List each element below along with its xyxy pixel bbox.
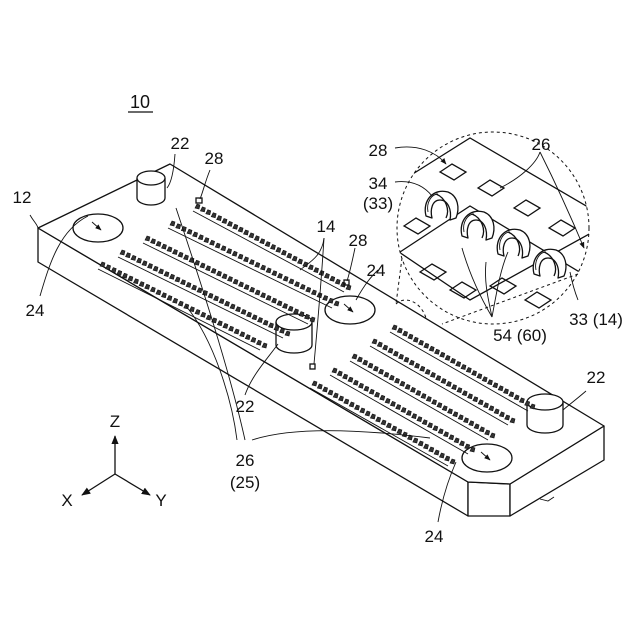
detail-terminal-body: [497, 229, 530, 258]
detail-view: [396, 132, 600, 324]
label-recess-middle: 28: [349, 231, 368, 250]
axis-triad: [82, 436, 150, 495]
detail-terminal-body: [533, 249, 566, 278]
axis-label-z: Z: [110, 412, 120, 431]
boss-right: [527, 394, 563, 433]
label-terminal-detail: 34: [369, 174, 388, 193]
label-contact-row: 14: [317, 217, 336, 236]
label-hole-right: 24: [425, 527, 444, 546]
label-boss-top-left: 22: [171, 134, 190, 153]
detail-terminal-body: [461, 211, 494, 240]
detail-terminal-body: [425, 191, 458, 220]
label-groove-detail: 26: [532, 135, 551, 154]
label-groove-main: 26: [236, 451, 255, 470]
label-recess-detail: 28: [369, 141, 388, 160]
label-boss-right: 22: [587, 368, 606, 387]
label-boss-middle: 22: [236, 397, 255, 416]
label-groove-main-sub: (25): [230, 473, 260, 492]
detail-terminals: [425, 191, 566, 278]
label-recess-left: 28: [205, 149, 224, 168]
detail-terminal: [425, 191, 458, 220]
boss-top-left: [137, 171, 165, 205]
axis-label-y: Y: [155, 491, 166, 510]
axis-label-x: X: [61, 491, 72, 510]
detail-terminal: [533, 249, 566, 278]
detail-terminal: [497, 229, 530, 258]
label-hole-left: 24: [26, 301, 45, 320]
label-terminal-detail-sub: (33): [363, 194, 393, 213]
detail-terminal: [461, 211, 494, 240]
boss-middle: [276, 314, 312, 353]
label-hole-middle: 24: [367, 261, 386, 280]
label-contact-detail: 33 (14): [569, 310, 623, 329]
label-body: 12: [13, 188, 32, 207]
figure-number: 10: [130, 92, 150, 112]
label-spring-detail: 54 (60): [493, 326, 547, 345]
detail-contents: [396, 138, 600, 308]
